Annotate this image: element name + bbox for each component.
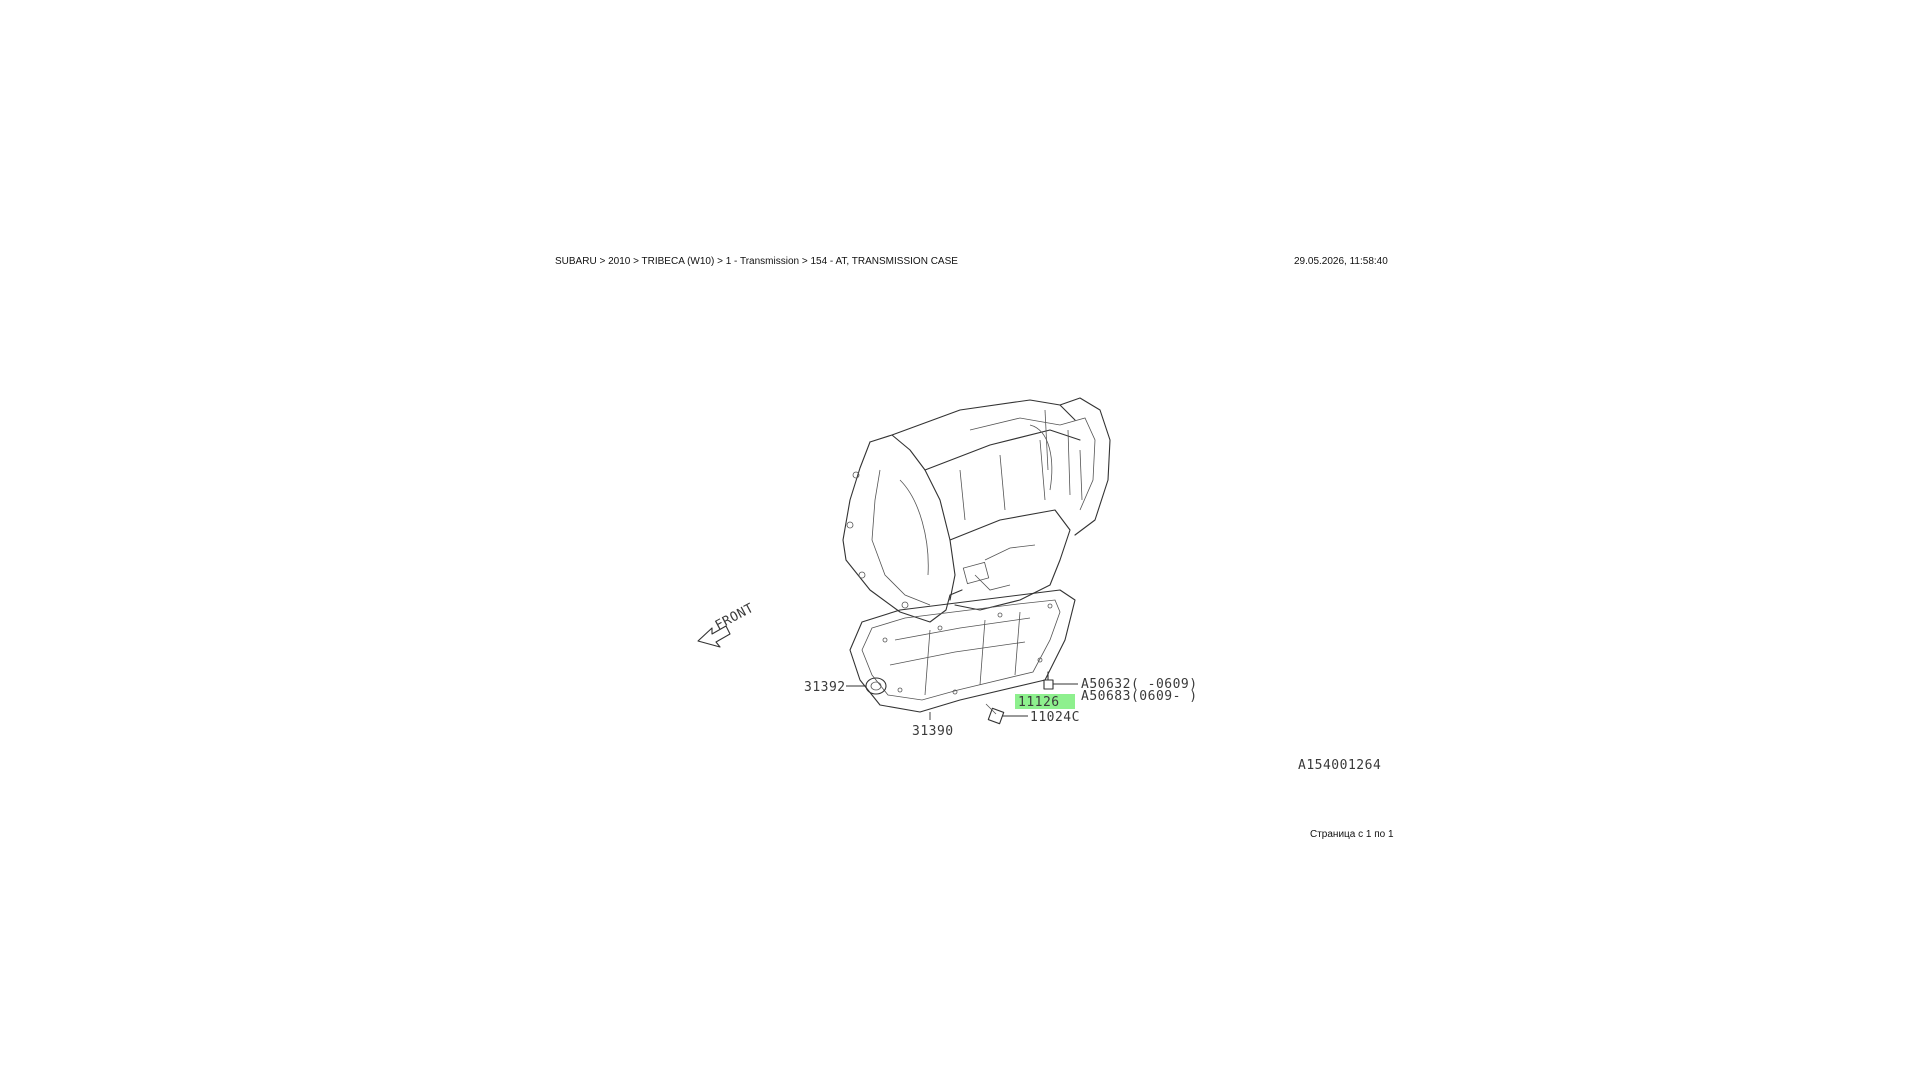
front-arrow-icon: FRONT — [697, 601, 757, 648]
part-label-31392[interactable]: 31392 — [804, 680, 846, 695]
part-label-a50683[interactable]: A50683(0609- ) — [1081, 689, 1198, 704]
part-label-31390[interactable]: 31390 — [912, 724, 954, 739]
bolt-illustration — [1043, 671, 1054, 690]
part-label-11126[interactable]: 11126 — [1018, 695, 1060, 710]
diagram-code: A154001264 — [1298, 758, 1381, 773]
part-highlight — [1015, 694, 1075, 709]
oil-pan-illustration — [849, 589, 1076, 713]
part-label-a50632[interactable]: A50632( -0609) — [1081, 677, 1198, 692]
part-label-11024[interactable]: 11024C — [1030, 710, 1080, 725]
drain-plug-illustration — [985, 703, 1005, 725]
print-timestamp: 29.05.2026, 11:58:40 — [1294, 256, 1388, 267]
front-label: FRONT — [713, 601, 757, 634]
page-counter: Страница с 1 по 1 — [1310, 829, 1394, 840]
breadcrumb: SUBARU > 2010 > TRIBECA (W10) > 1 - Tran… — [555, 256, 958, 267]
transmission-illustration — [842, 397, 1111, 623]
